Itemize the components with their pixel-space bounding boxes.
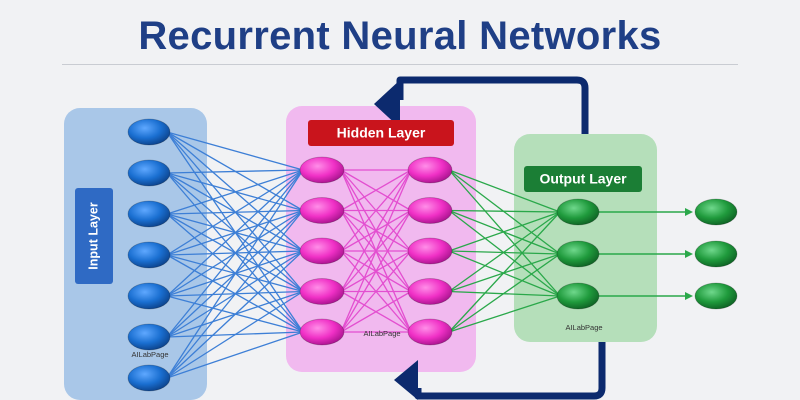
input-hidden-edge	[166, 290, 304, 379]
output-final-arrowhead	[685, 250, 693, 258]
hidden-node-col1	[299, 318, 345, 346]
output-nodes	[556, 198, 600, 310]
hidden-output-edge	[448, 209, 561, 213]
input-node	[127, 200, 171, 228]
final-node	[694, 198, 738, 226]
output-final-arrowhead	[685, 292, 693, 300]
hidden-output-edge	[448, 253, 561, 333]
input-hidden-edge	[166, 169, 304, 338]
hidden-hidden-edge	[340, 290, 412, 333]
hidden-node-col1	[299, 197, 345, 224]
output-node	[556, 282, 600, 310]
hidden-output-edge	[448, 169, 561, 255]
hidden-node-col2	[407, 237, 453, 265]
input-hidden-edge	[166, 169, 304, 256]
watermark-output: AILabPage	[565, 323, 602, 332]
final-node	[694, 282, 738, 310]
input-node	[127, 241, 171, 269]
hidden-layer-label: Hidden Layer	[337, 125, 426, 141]
input-node	[127, 118, 171, 146]
input-hidden-edge	[166, 331, 304, 379]
hidden-to-output-edges	[448, 169, 561, 333]
hidden-hidden-edge	[340, 169, 412, 252]
hidden-output-edge	[448, 211, 561, 252]
input-hidden-edge	[166, 250, 304, 379]
hidden-output-edge	[448, 211, 561, 293]
input-layer-label: Input Layer	[86, 202, 100, 270]
recurrent-loop-top	[396, 76, 589, 134]
input-node	[127, 364, 171, 392]
output-node	[556, 198, 600, 226]
hidden-hidden-edge	[340, 210, 412, 333]
final-node	[694, 240, 738, 268]
hidden-nodes	[299, 156, 453, 346]
watermark-hidden: AILabPage	[363, 329, 400, 338]
input-hidden-edge	[166, 169, 304, 297]
hidden-output-edge	[448, 169, 561, 297]
watermark-input: AILabPage	[131, 350, 168, 359]
hidden-node-col1	[299, 156, 345, 184]
input-layer-badge: Input Layer	[75, 188, 113, 284]
loop-arrowhead-bottom	[394, 360, 418, 400]
hidden-to-hidden-edges	[340, 169, 412, 333]
output-layer-label: Output Layer	[539, 171, 627, 187]
input-hidden-edge	[166, 210, 304, 379]
input-hidden-edge	[166, 169, 304, 379]
hidden-hidden-edge	[340, 169, 412, 212]
hidden-output-edge	[448, 211, 561, 333]
hidden-node-col1	[299, 237, 345, 265]
hidden-hidden-edge	[340, 169, 412, 333]
input-to-hidden-edges	[166, 131, 304, 379]
hidden-output-edge	[448, 209, 561, 297]
output-layer-badge: Output Layer	[524, 166, 642, 192]
hidden-hidden-edge	[340, 169, 412, 292]
loop-arrowhead-top	[374, 80, 400, 128]
input-node	[127, 159, 171, 187]
hidden-output-edge	[448, 295, 561, 333]
output-to-final-edges	[599, 208, 693, 300]
output-node	[556, 240, 600, 268]
input-node	[127, 282, 171, 310]
hidden-output-edge	[448, 209, 561, 255]
input-node	[127, 323, 171, 351]
hidden-layer-badge: Hidden Layer	[308, 120, 454, 146]
input-hidden-edge	[166, 169, 304, 215]
title-divider	[62, 64, 738, 65]
hidden-output-edge	[448, 169, 561, 213]
hidden-node-col2	[407, 278, 453, 305]
hidden-node-col2	[407, 318, 453, 346]
recurrent-loop-bottom	[414, 342, 606, 400]
input-hidden-edge	[166, 169, 304, 174]
hidden-hidden-edge	[340, 250, 412, 333]
page-title: Recurrent Neural Networks	[138, 14, 662, 58]
input-hidden-edge	[166, 131, 304, 171]
hidden-node-col2	[407, 197, 453, 224]
hidden-node-col1	[299, 278, 345, 305]
hidden-node-col2	[407, 156, 453, 184]
final-output-nodes	[694, 198, 738, 310]
hidden-output-edge	[448, 250, 561, 297]
input-nodes	[127, 118, 171, 392]
output-final-arrowhead	[685, 208, 693, 216]
